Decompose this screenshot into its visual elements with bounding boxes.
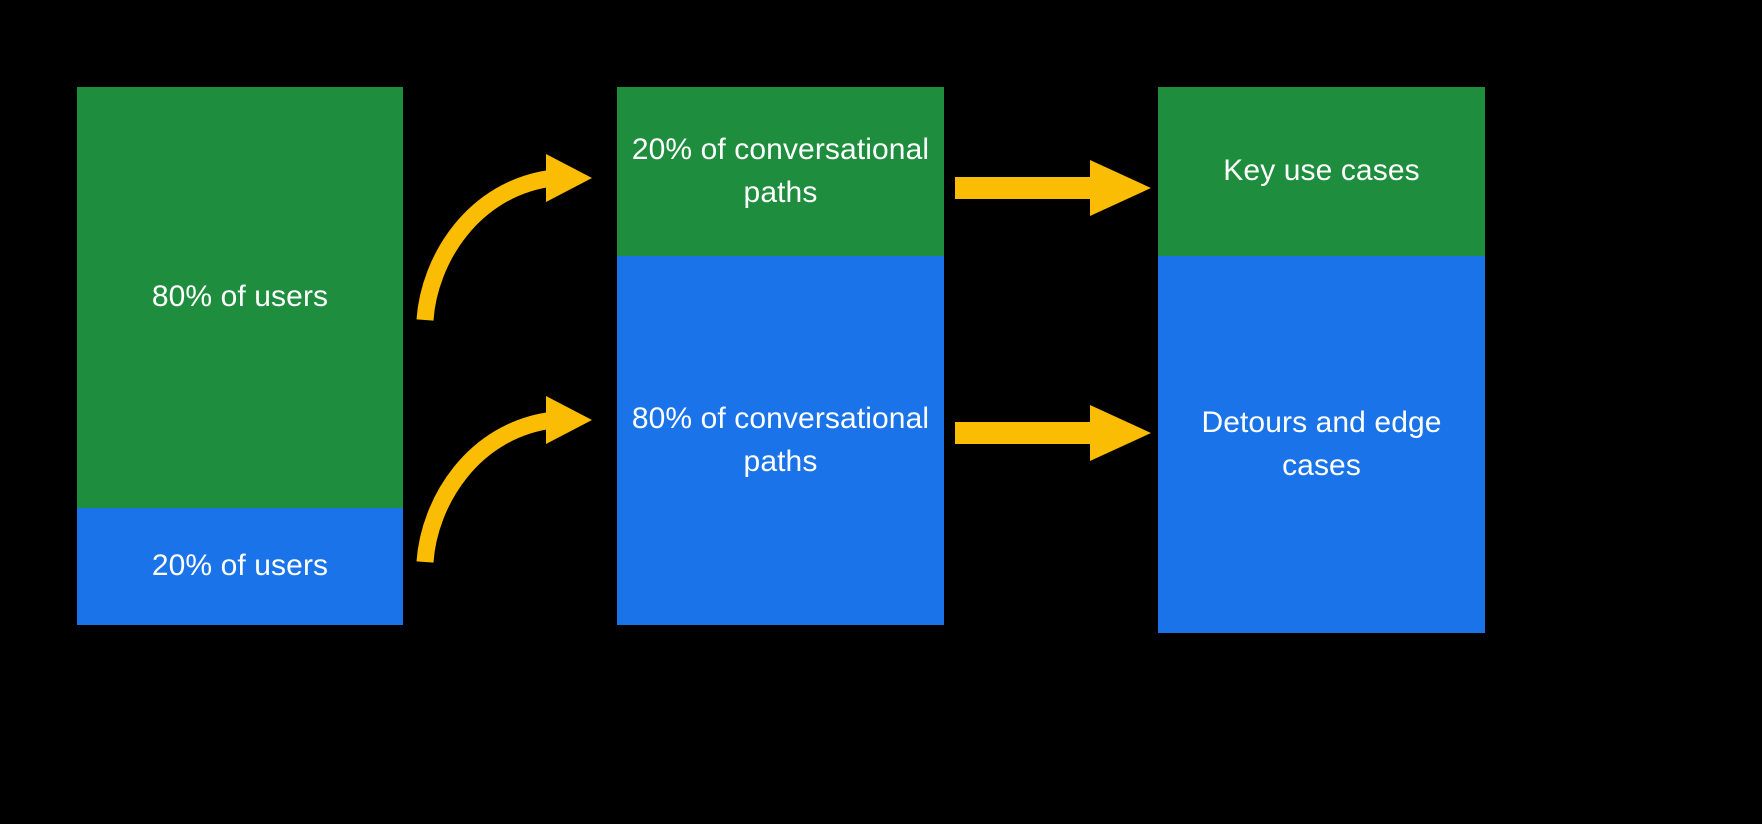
- segment-paths-green: 20% of conversational paths: [617, 87, 944, 256]
- segment-paths-blue: 80% of conversational paths: [617, 256, 944, 625]
- column-outcomes: Key use cases Detours and edge cases: [1158, 87, 1485, 633]
- column-users: 80% of users 20% of users: [77, 87, 403, 625]
- curved-arrow-users-to-bottom-paths: [416, 396, 592, 563]
- segment-outcomes-green: Key use cases: [1158, 87, 1485, 256]
- column-conversational-paths: 20% of conversational paths 80% of conve…: [617, 87, 944, 625]
- segment-outcomes-blue: Detours and edge cases: [1158, 256, 1485, 633]
- straight-arrow-bottom-paths-to-detours: [955, 405, 1151, 461]
- segment-users-blue: 20% of users: [77, 508, 403, 625]
- curved-arrow-users-to-top-paths: [416, 154, 592, 321]
- straight-arrow-top-paths-to-key-use-cases: [955, 160, 1151, 216]
- segment-users-green: 80% of users: [77, 87, 403, 508]
